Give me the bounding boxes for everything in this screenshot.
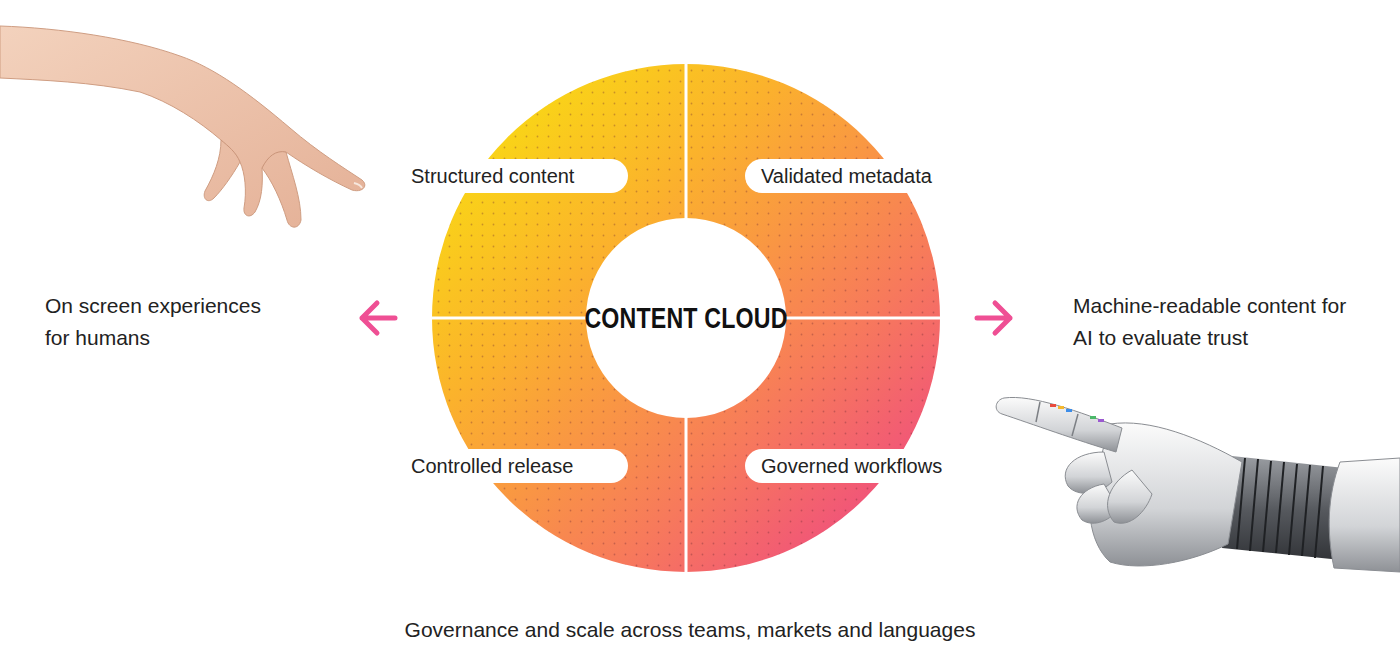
finger-crease	[221, 140, 286, 168]
pill-text: Structured content	[411, 165, 574, 188]
arm-casing	[1329, 458, 1400, 572]
pill-label: Governed workflows	[745, 449, 985, 483]
ring-dots	[432, 64, 940, 572]
pill-label: Validated metadata	[745, 159, 985, 193]
robot-index-finger	[996, 397, 1122, 452]
finger-wires	[1050, 404, 1104, 422]
footer-label: Governance and scale across teams, marke…	[340, 614, 1040, 646]
robot-hand	[996, 397, 1400, 572]
output-label: On screen experiences for humans	[45, 290, 285, 354]
content-ring: CONTENT CLOUDStructured contentValidated…	[432, 64, 940, 572]
ring-fill	[432, 64, 940, 572]
robot-thumb	[1108, 470, 1152, 523]
right-arrow	[977, 303, 1010, 333]
ring-title: CONTENT CLOUD	[584, 302, 787, 335]
output-label: Machine-readable content for AI to evalu…	[1073, 290, 1353, 354]
pill-text: Controlled release	[411, 455, 573, 478]
pill-text: Validated metadata	[761, 165, 932, 188]
hand-shape	[0, 26, 365, 227]
fingernail	[354, 183, 362, 188]
pill-label: Controlled release	[398, 449, 628, 483]
left-arrow	[362, 303, 395, 333]
pill-label: Structured content	[398, 159, 628, 193]
arm-ribs	[1237, 458, 1323, 558]
human-hand	[0, 26, 365, 227]
pill-text: Governed workflows	[761, 455, 942, 478]
finger-joints	[1036, 402, 1078, 436]
